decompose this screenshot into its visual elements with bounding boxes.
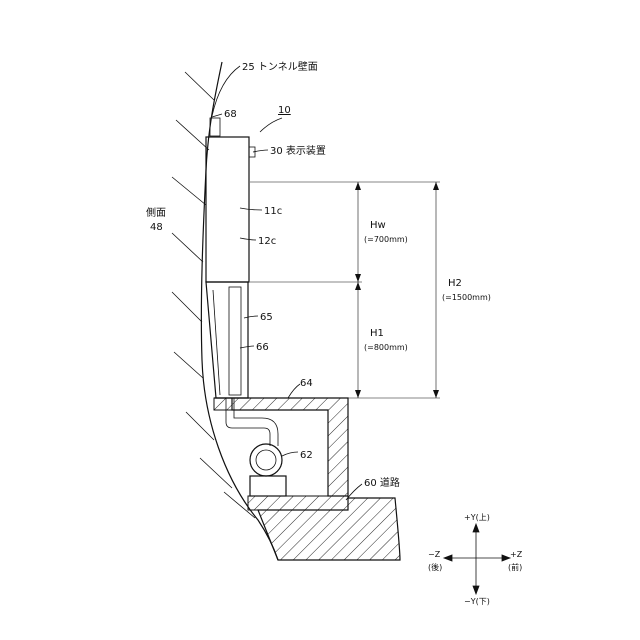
dim-h1-val: (=800mm) xyxy=(364,343,408,352)
dim-hw: Hw xyxy=(370,220,386,231)
display-housing xyxy=(206,137,249,282)
label-wall: 25 トンネル壁面 xyxy=(242,60,318,73)
axis-plus-y: +Y(上) xyxy=(464,513,490,522)
support-column xyxy=(206,282,248,398)
label-side-face: 側面 xyxy=(146,206,166,219)
pump-62-inner xyxy=(256,450,276,470)
label-device-ref: 10 xyxy=(278,105,291,116)
base-64-left xyxy=(214,398,232,410)
dim-h2-val: (=1500mm) xyxy=(442,293,491,302)
dim-hw-val: (=700mm) xyxy=(364,235,408,244)
label-65: 65 xyxy=(260,312,273,323)
label-64: 64 xyxy=(300,378,313,389)
label-display: 30 表示装置 xyxy=(270,144,326,157)
axis-minus-z-sub: (後) xyxy=(428,562,442,572)
label-side-num: 48 xyxy=(150,222,163,233)
label-68: 68 xyxy=(224,109,237,120)
label-11c: 11c xyxy=(264,206,282,217)
dim-h1: H1 xyxy=(370,328,384,339)
axis-plus-z: +Z xyxy=(510,550,523,559)
axis-indicator xyxy=(444,524,510,594)
pump-62-outer xyxy=(250,444,282,476)
pump-62-base xyxy=(250,476,286,496)
label-12c: 12c xyxy=(258,236,276,247)
inner-member-66 xyxy=(229,287,241,395)
axis-minus-y: −Y(下) xyxy=(464,597,490,606)
dim-h2: H2 xyxy=(448,278,462,289)
axis-minus-z: −Z xyxy=(428,550,441,559)
label-62: 62 xyxy=(300,450,313,461)
base-64-floor xyxy=(248,496,348,510)
axis-plus-z-sub: (前) xyxy=(508,562,522,572)
label-66: 66 xyxy=(256,342,269,353)
label-road: 60 道路 xyxy=(364,476,400,489)
